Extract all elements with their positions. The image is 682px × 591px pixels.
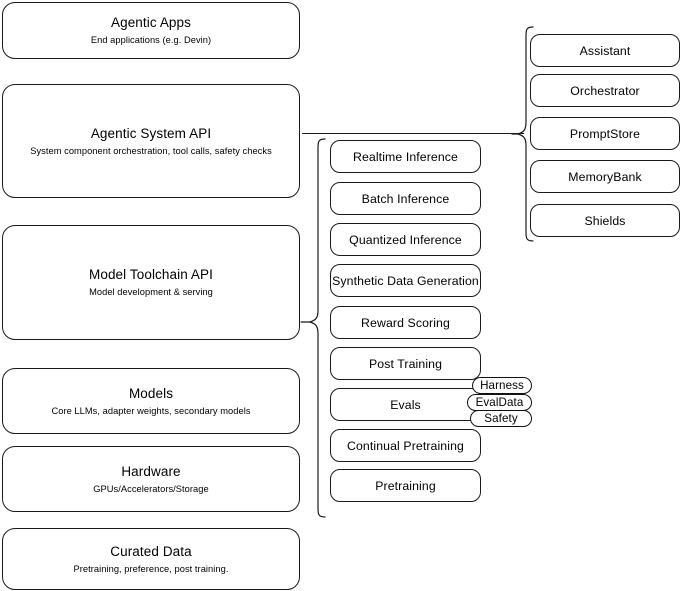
brace-toolchain (300, 138, 326, 518)
capability-realtime-inference[interactable]: Realtime Inference (330, 140, 481, 173)
layer-title: Agentic System API (90, 125, 212, 141)
layer-title: Model Toolchain API (89, 267, 213, 282)
capability-continual-pretraining[interactable]: Continual Pretraining (330, 429, 481, 462)
layer-models[interactable]: Models Core LLMs, adapter weights, secon… (2, 368, 300, 434)
capability-synthetic-data-generation[interactable]: Synthetic Data Generation (330, 264, 481, 297)
capability-label: Reward Scoring (361, 315, 450, 330)
badge-label: Safety (484, 412, 518, 425)
layer-subtitle: End applications (e.g. Devin) (90, 35, 212, 45)
layer-subtitle: Core LLMs, adapter weights, secondary mo… (51, 405, 251, 416)
capability-label: Realtime Inference (352, 149, 458, 164)
layer-subtitle: Pretraining, preference, post training. (73, 563, 229, 574)
layer-title: Models (128, 385, 174, 401)
component-label: Shields (584, 213, 626, 228)
layer-title: Curated Data (110, 543, 192, 559)
badge-label: Harness (480, 379, 524, 392)
layer-model-toolchain-api[interactable]: Model Toolchain API Model development & … (2, 225, 300, 340)
layer-title: Hardware (121, 463, 181, 479)
capability-label: Post Training (368, 356, 443, 371)
layer-curated-data[interactable]: Curated Data Pretraining, preference, po… (2, 528, 300, 590)
layer-subtitle: Model development & serving (89, 287, 213, 297)
capability-evals[interactable]: Evals (330, 388, 481, 421)
capability-post-training[interactable]: Post Training (330, 347, 481, 380)
capability-label: Continual Pretraining (347, 438, 464, 453)
capability-label: Quantized Inference (349, 232, 462, 247)
layer-title: Agentic Apps (110, 15, 191, 30)
component-label: MemoryBank (568, 169, 642, 184)
component-shields[interactable]: Shields (530, 204, 680, 237)
badge-safety[interactable]: Safety (470, 410, 532, 427)
brace-system-components (511, 26, 534, 242)
component-orchestrator[interactable]: Orchestrator (530, 74, 680, 107)
capability-label: Evals (390, 397, 421, 412)
capability-reward-scoring[interactable]: Reward Scoring (330, 306, 481, 339)
component-label: Assistant (579, 43, 631, 58)
capability-label: Batch Inference (361, 191, 450, 206)
layer-subtitle: System component orchestration, tool cal… (30, 145, 272, 156)
capability-quantized-inference[interactable]: Quantized Inference (330, 223, 481, 256)
capability-label: Pretraining (375, 478, 436, 493)
capability-label: Synthetic Data Generation (332, 273, 479, 288)
component-memorybank[interactable]: MemoryBank (530, 160, 680, 193)
component-label: Orchestrator (570, 83, 640, 98)
component-assistant[interactable]: Assistant (530, 34, 680, 67)
badge-harness[interactable]: Harness (472, 377, 532, 394)
layer-hardware[interactable]: Hardware GPUs/Accelerators/Storage (2, 446, 300, 512)
connector-system-api-to-components (302, 133, 524, 134)
component-label: PromptStore (569, 126, 641, 141)
capability-pretraining[interactable]: Pretraining (330, 469, 481, 502)
badge-label: EvalData (475, 396, 524, 409)
capability-batch-inference[interactable]: Batch Inference (330, 182, 481, 215)
layer-agentic-system-api[interactable]: Agentic System API System component orch… (2, 84, 300, 198)
component-promptstore[interactable]: PromptStore (530, 117, 680, 150)
layer-agentic-apps[interactable]: Agentic Apps End applications (e.g. Devi… (2, 2, 300, 59)
badge-evaldata[interactable]: EvalData (467, 394, 532, 411)
layer-subtitle: GPUs/Accelerators/Storage (93, 483, 209, 494)
